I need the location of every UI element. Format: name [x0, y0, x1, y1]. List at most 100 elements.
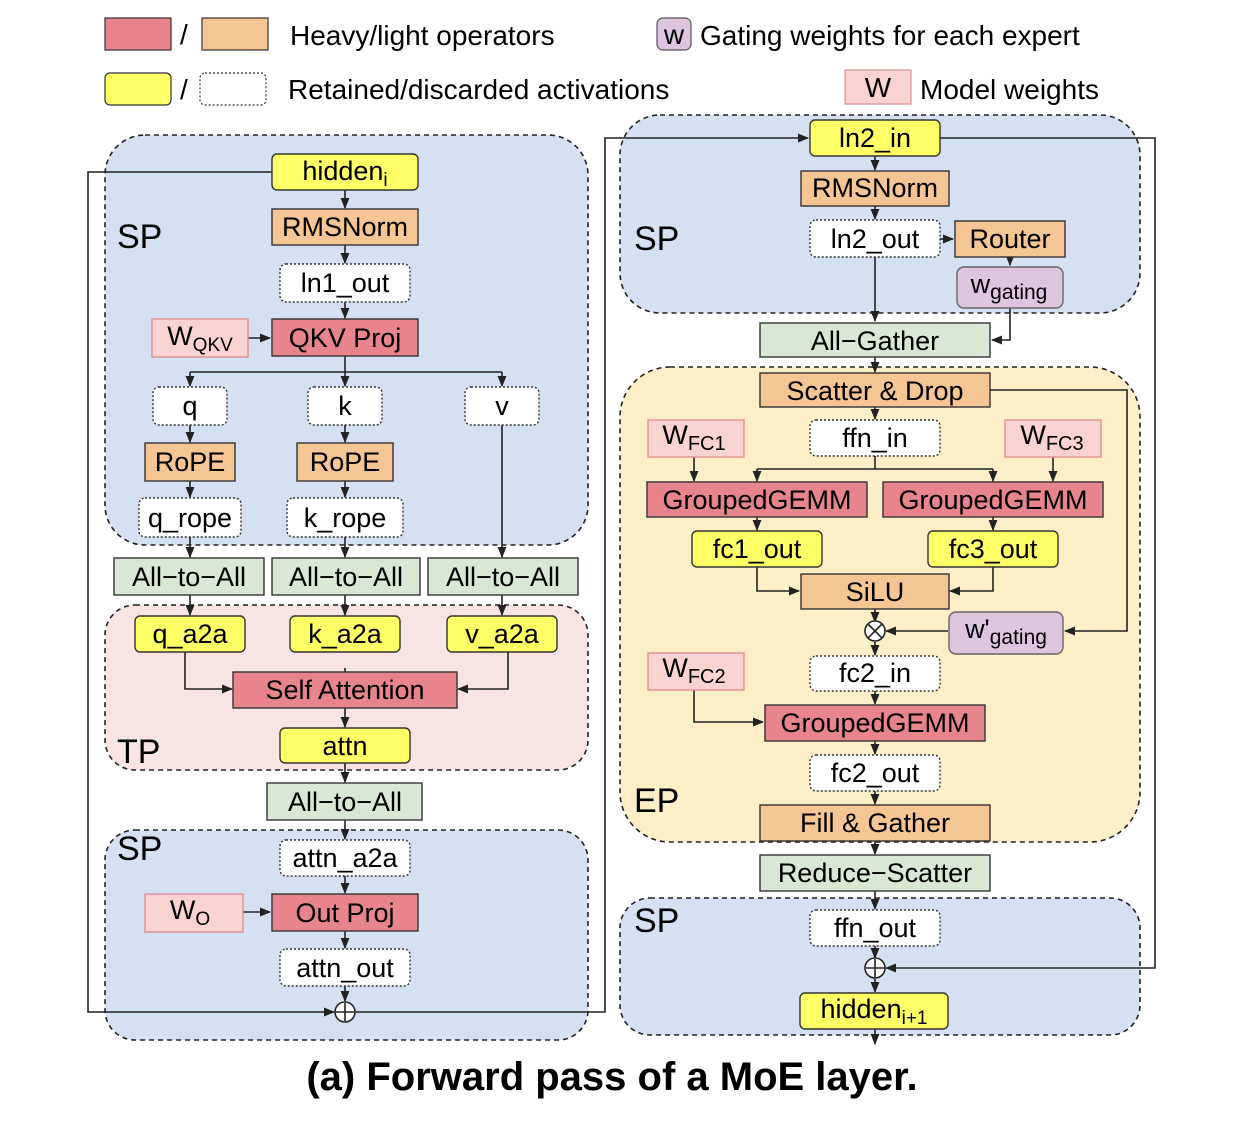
scatter-drop-node: Scatter & Drop	[759, 372, 991, 408]
svg-text:attn_out: attn_out	[296, 953, 394, 983]
svg-text:ln1_out: ln1_out	[301, 268, 390, 298]
svg-text:GroupedGEMM: GroupedGEMM	[662, 485, 851, 515]
rmsnorm-2-node: RMSNorm	[800, 170, 950, 207]
legend-weights-label: Model weights	[920, 74, 1099, 105]
q-a2a-node: q_a2a	[134, 615, 246, 653]
legend-gating-symbol: w	[663, 19, 685, 50]
svg-text:QKV Proj: QKV Proj	[289, 323, 402, 353]
w-gating-node: wgating	[956, 266, 1064, 309]
add-operator-1	[334, 1001, 356, 1023]
svg-text:q_rope: q_rope	[148, 503, 232, 533]
w-fc1-weight: WFC1	[647, 419, 745, 458]
svg-text:fc1_out: fc1_out	[713, 534, 802, 564]
grouped-gemm-fc3-node: GroupedGEMM	[882, 481, 1104, 518]
all-gather-node: All−Gather	[759, 322, 991, 358]
svg-text:hiddeni: hiddeni	[302, 156, 387, 191]
q-node: q	[152, 386, 228, 426]
fill-gather-node: Fill & Gather	[759, 804, 991, 842]
edge	[184, 652, 234, 694]
svg-text:All−to−All: All−to−All	[446, 562, 560, 592]
legend-light-swatch	[201, 17, 269, 51]
svg-text:k_a2a: k_a2a	[308, 619, 383, 649]
svg-text:Self Attention: Self Attention	[265, 675, 424, 705]
svg-text:ln2_in: ln2_in	[839, 123, 911, 153]
rope-q-node: RoPE	[144, 442, 236, 482]
svg-text:wgating: wgating	[970, 269, 1048, 304]
svg-text:attn: attn	[322, 731, 367, 761]
region-label-sp3: SP	[634, 220, 679, 258]
rmsnorm-1-node: RMSNorm	[271, 208, 419, 246]
svg-text:All−to−All: All−to−All	[288, 787, 402, 817]
svg-text:k: k	[338, 391, 352, 421]
svg-text:Reduce−Scatter: Reduce−Scatter	[778, 858, 972, 888]
edge	[990, 389, 1128, 636]
w-prime-gating-node: w'gating	[948, 611, 1064, 655]
rope-k-node: RoPE	[296, 442, 394, 482]
operators	[334, 620, 886, 1023]
q-rope-node: q_rope	[138, 497, 242, 538]
v-a2a-node: v_a2a	[446, 615, 558, 653]
nodes-left: hiddeni RMSNorm ln1_out WQKV QKV Proj q …	[113, 153, 579, 987]
router-node: Router	[954, 220, 1066, 258]
svg-text:GroupedGEMM: GroupedGEMM	[780, 708, 969, 738]
svg-text:attn_a2a: attn_a2a	[292, 843, 398, 873]
svg-text:k_rope: k_rope	[304, 503, 387, 533]
svg-text:WQKV: WQKV	[167, 321, 233, 356]
edge	[356, 133, 810, 1013]
svg-text:Scatter & Drop: Scatter & Drop	[786, 376, 963, 406]
silu-node: SiLU	[800, 573, 950, 610]
svg-text:v: v	[495, 391, 509, 421]
residual-edge	[884, 137, 1156, 973]
grouped-gemm-fc1-node: GroupedGEMM	[646, 481, 868, 518]
grouped-gemm-fc2-node: GroupedGEMM	[764, 704, 986, 742]
w-qkv-weight: WQKV	[151, 318, 249, 358]
hidden-i-node: hiddeni	[271, 153, 419, 191]
legend-weights-swatch	[844, 69, 912, 105]
svg-text:All−to−All: All−to−All	[289, 562, 403, 592]
fc3-out-node: fc3_out	[927, 530, 1059, 568]
v-node: v	[464, 386, 540, 426]
svg-text:All−to−All: All−to−All	[132, 562, 246, 592]
legend-heavy-light-label: Heavy/light operators	[290, 20, 555, 51]
fc2-in-node: fc2_in	[809, 655, 941, 692]
all-to-all-out-node: All−to−All	[266, 782, 423, 821]
edge	[948, 567, 994, 596]
svg-text:q: q	[182, 391, 197, 421]
legend-slash-1: /	[180, 19, 188, 50]
legend-slash-2: /	[180, 74, 188, 105]
svg-text:RoPE: RoPE	[310, 447, 381, 477]
svg-text:ln2_out: ln2_out	[831, 224, 920, 254]
k-a2a-node: k_a2a	[289, 615, 401, 653]
legend: / Heavy/light operators w Gating weights…	[104, 17, 1099, 106]
residual-edge	[87, 171, 336, 1017]
ln2-in-node: ln2_in	[809, 119, 941, 157]
k-rope-node: k_rope	[286, 497, 404, 538]
svg-text:GroupedGEMM: GroupedGEMM	[898, 485, 1087, 515]
fc1-out-node: fc1_out	[691, 530, 823, 568]
edge	[456, 652, 509, 694]
svg-text:All−Gather: All−Gather	[811, 326, 939, 356]
k-node: k	[307, 386, 383, 426]
region-label-sp1: SP	[117, 218, 162, 256]
nodes-right: ln2_in RMSNorm ln2_out Router wgating Al…	[646, 119, 1104, 1030]
w-fc3-weight: WFC3	[1004, 419, 1102, 458]
all-to-all-q-node: All−to−All	[113, 557, 265, 596]
region-label-sp4: SP	[634, 902, 679, 940]
out-proj-node: Out Proj	[271, 893, 419, 932]
svg-text:WFC2: WFC2	[662, 653, 725, 688]
attn-node: attn	[279, 727, 411, 764]
edge	[693, 690, 765, 727]
legend-retained-swatch	[104, 72, 172, 106]
all-to-all-v-node: All−to−All	[427, 557, 579, 596]
all-to-all-k-node: All−to−All	[271, 557, 421, 596]
svg-text:RoPE: RoPE	[155, 447, 226, 477]
fc2-out-node: fc2_out	[809, 754, 941, 792]
figure-caption: (a) Forward pass of a MoE layer.	[306, 1055, 917, 1099]
multiply-operator	[864, 620, 886, 642]
legend-gating-label: Gating weights for each expert	[700, 20, 1080, 51]
svg-text:SiLU: SiLU	[846, 577, 905, 607]
w-fc2-weight: WFC2	[647, 652, 745, 691]
legend-discarded-swatch	[199, 72, 267, 106]
svg-text:RMSNorm: RMSNorm	[282, 212, 408, 242]
